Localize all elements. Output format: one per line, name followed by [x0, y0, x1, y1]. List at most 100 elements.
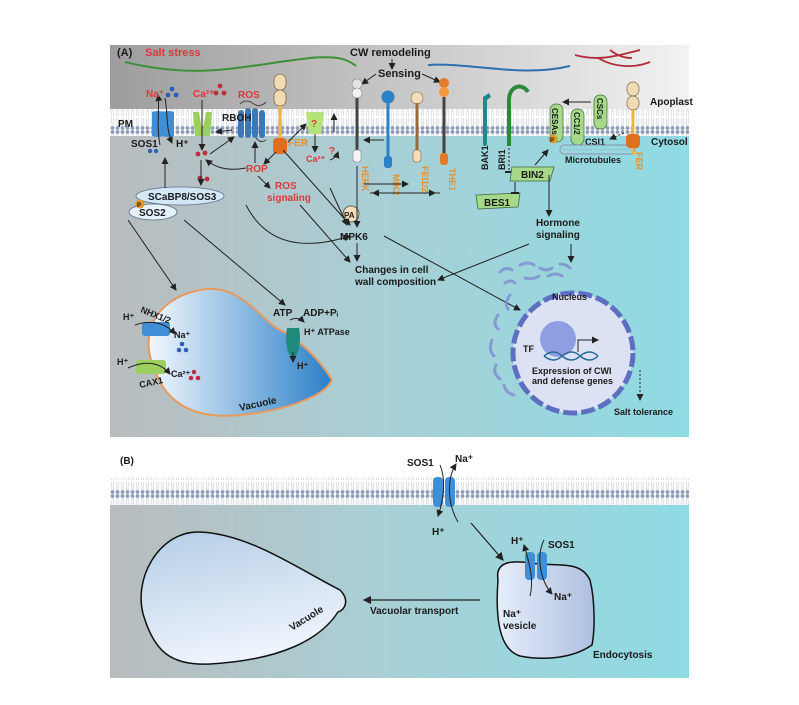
plasma-membrane-b — [110, 478, 689, 505]
panel-b-label: (B) — [120, 456, 134, 467]
apoplast-background — [110, 45, 689, 111]
cytosolic-ca-label: Ca²⁺ — [306, 154, 326, 164]
fer-receptor-right — [626, 81, 640, 155]
vacuole-a — [147, 287, 334, 417]
sos1-transporter-b — [433, 463, 459, 523]
phospho-icon — [135, 199, 145, 209]
cax-h-label: H⁺ — [117, 357, 128, 367]
scabp8-sos3-label: SCaBP8/SOS3 — [148, 192, 217, 203]
h-atpase-label: H⁺ ATPase — [304, 327, 350, 337]
fer-right-label: FER — [634, 152, 644, 171]
fei12-receptor — [410, 91, 424, 163]
tf-label: TF — [523, 344, 534, 354]
herk-receptor — [351, 78, 363, 163]
ca-ion-dots — [195, 83, 227, 182]
bak1-label: BAK1 — [480, 145, 490, 170]
vacuole-ca-dots — [188, 369, 201, 381]
panel-b: (B) SOS1 Na⁺ H⁺ Vacuole Vacuolar transpo… — [110, 454, 689, 678]
sos2-label: SOS2 — [139, 208, 166, 219]
bri1-label: BRI1 — [497, 149, 507, 170]
rboh-label: RBOH — [222, 113, 251, 124]
unknown-ca-channel — [306, 112, 338, 153]
transcription-arrow — [577, 336, 599, 352]
cesa-phospho-label: P — [550, 138, 554, 144]
h-ion-label: H⁺ — [176, 139, 189, 150]
adp-label: ADP+Pᵢ — [303, 308, 339, 319]
microtubules — [559, 144, 636, 155]
microtubules-label: Microtubules — [565, 155, 621, 165]
ros-signaling-label-2: signaling — [267, 193, 311, 204]
rboh-enzyme — [238, 100, 267, 143]
vesicle-sos1-label: SOS1 — [548, 540, 575, 551]
expression-label-2: and defense genes — [532, 376, 613, 386]
cellulose-fiber — [124, 56, 357, 72]
fei12-label: FEI1/2 — [420, 166, 430, 193]
bes1-label: BES1 — [484, 198, 511, 209]
mik2-label: MIK2 — [391, 174, 401, 196]
vacuole-b — [140, 531, 347, 665]
calcium-channel — [193, 100, 212, 151]
na-vesicle-label-2: vesicle — [503, 621, 537, 632]
nhx-h-label: H⁺ — [123, 312, 134, 322]
fer-label: FER — [288, 138, 309, 149]
vesicle-h-label: H⁺ — [511, 536, 524, 547]
ros-signaling-label-1: ROS — [275, 181, 297, 192]
bin2-kinase — [509, 166, 555, 182]
rop-label: ROP — [246, 164, 268, 175]
cesas-complex — [549, 103, 564, 143]
sos1-b-label: SOS1 — [407, 458, 434, 469]
cesas-label: CESAs — [550, 108, 559, 135]
hemicellulose-fiber — [427, 63, 571, 72]
na-vesicle-label-1: Na⁺ — [503, 609, 521, 620]
bri1-receptor — [505, 84, 530, 173]
cc12-label: CC1/2 — [572, 112, 581, 135]
cytosol-label: Cytosol — [651, 137, 688, 148]
h-atpase-pump — [286, 328, 300, 358]
mpk6-label: MPK6 — [340, 232, 368, 243]
hormone-signaling-label-2: signaling — [536, 230, 580, 241]
pa-molecule — [342, 205, 360, 223]
salt-tolerance-label: Salt tolerance — [614, 407, 673, 417]
the1-receptor — [439, 78, 449, 165]
unknown-channel-question: ? — [311, 119, 317, 130]
vacuole-na-dots — [176, 341, 189, 353]
er-network — [488, 261, 572, 397]
endocytosis-label: Endocytosis — [593, 650, 653, 661]
pectin-fiber — [574, 49, 651, 67]
cscs-label: CSCs — [595, 98, 604, 120]
na-ion-label: Na⁺ — [146, 89, 164, 100]
hormone-signaling-label-1: Hormone — [536, 218, 580, 229]
cw-remodeling-label: CW remodeling — [350, 47, 431, 59]
receptor-labels: HERK MIK2 FEI1/2 THE1 — [360, 166, 457, 196]
h-b-label: H⁺ — [432, 527, 445, 538]
mik2-receptor — [381, 90, 395, 168]
ca-ion-label: Ca²⁺ — [193, 89, 214, 100]
nhx-na-label: Na⁺ — [174, 330, 191, 340]
nucleus-envelope — [510, 290, 636, 416]
apoplast-label: Apoplast — [650, 97, 693, 108]
nucleus-label: Nucleus — [552, 292, 587, 302]
ros-label: ROS — [238, 90, 260, 101]
bin2-label: BIN2 — [521, 170, 544, 181]
nucleolus — [540, 321, 576, 357]
expression-label-1: Expression of CWI — [532, 366, 612, 376]
bak1-receptor — [483, 93, 491, 146]
pm-label: PM — [118, 119, 133, 130]
panel-a: (A) Salt stress CW remodeling Sensing PM… — [110, 45, 693, 437]
sos1-transporter — [152, 94, 174, 146]
cscs-vesicle — [593, 94, 608, 130]
herk-label: HERK — [360, 166, 370, 192]
panel-a-label: (A) — [117, 47, 133, 59]
pa-label: PA — [344, 211, 355, 220]
na-b-label: Na⁺ — [455, 454, 473, 465]
cax-ca-label: Ca²⁺ — [171, 369, 191, 379]
sensing-label: Sensing — [378, 68, 421, 80]
salt-stress-label: Salt stress — [145, 47, 201, 59]
na-ion-dots — [165, 86, 179, 98]
sos1-label: SOS1 — [131, 139, 158, 150]
changes-label-2: wall composition — [354, 277, 436, 288]
sos1-transporter-vesicle — [522, 539, 553, 597]
changes-label-1: Changes in cell — [355, 265, 429, 276]
cax1-label: CAX1 — [138, 375, 164, 390]
